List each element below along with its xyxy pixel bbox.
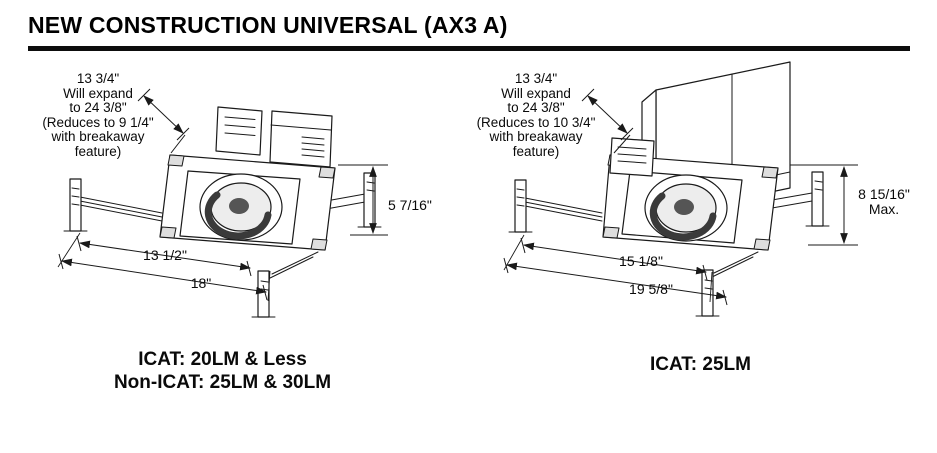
housing-drawing-left [57,88,388,318]
caption-line: ICAT: 25LM [650,354,751,375]
page-title: NEW CONSTRUCTION UNIVERSAL (AX3 A) [28,12,508,38]
dimension-label-height-left: 5 7/16" [388,197,432,213]
note-line: 13 3/4" [76,71,120,86]
note-line: Will expand [501,85,571,101]
figure-right [460,50,930,355]
hanger-bar-front [695,251,759,317]
caption-right: ICAT: 25LM [528,353,873,376]
note-line: feature) [74,143,122,159]
note-line: feature) [512,143,560,159]
hanger-bar-right [771,171,830,227]
dimension-label-inner-width-right: 15 1/8" [619,253,663,269]
figure-left [20,55,450,345]
hanger-bar-left [63,178,163,232]
dimension-label-outer-width-left: 18" [190,275,212,291]
page-title-block: NEW CONSTRUCTION UNIVERSAL (AX3 A) [28,12,910,51]
caption-line: ICAT: 20LM & Less [138,349,307,370]
junction-box [215,106,263,156]
dimension-lines-left [57,88,388,302]
note-line: 13 3/4" [514,71,558,86]
driver-box [269,110,333,168]
note-line: to 24 3/8" [69,100,127,116]
dimension-label-height-right: 8 15/16" Max. [848,187,920,217]
dimension-label-inner-width-left: 13 1/2" [143,247,187,263]
expand-note-left: 13 3/4" Will expand to 24 3/8" (Reduces … [22,71,174,160]
expand-note-right: 13 3/4" Will expand to 24 3/8" (Reduces … [460,71,612,160]
note-line: with breakaway [489,129,583,145]
note-line: with breakaway [51,129,145,145]
note-line: Will expand [63,85,133,101]
dimension-label-outer-width-right: 19 5/8" [629,281,673,297]
housing-drawing-right [503,61,858,317]
aperture [199,173,283,241]
hanger-bar-left [508,179,603,233]
note-line: (Reduces to 10 3/4" [476,114,596,130]
height-value: 8 15/16" [858,186,910,202]
dimension-lines-right [503,88,858,306]
aperture [644,174,728,242]
note-line: (Reduces to 9 1/4" [42,114,154,130]
note-line: to 24 3/8" [507,100,565,116]
caption-line: Non-ICAT: 25LM & 30LM [113,372,332,393]
caption-left: ICAT: 20LM & Less Non-ICAT: 25LM & 30LM [50,348,395,394]
hanger-bar-front [251,251,319,318]
junction-box [609,137,655,177]
height-qualifier: Max. [868,201,900,217]
